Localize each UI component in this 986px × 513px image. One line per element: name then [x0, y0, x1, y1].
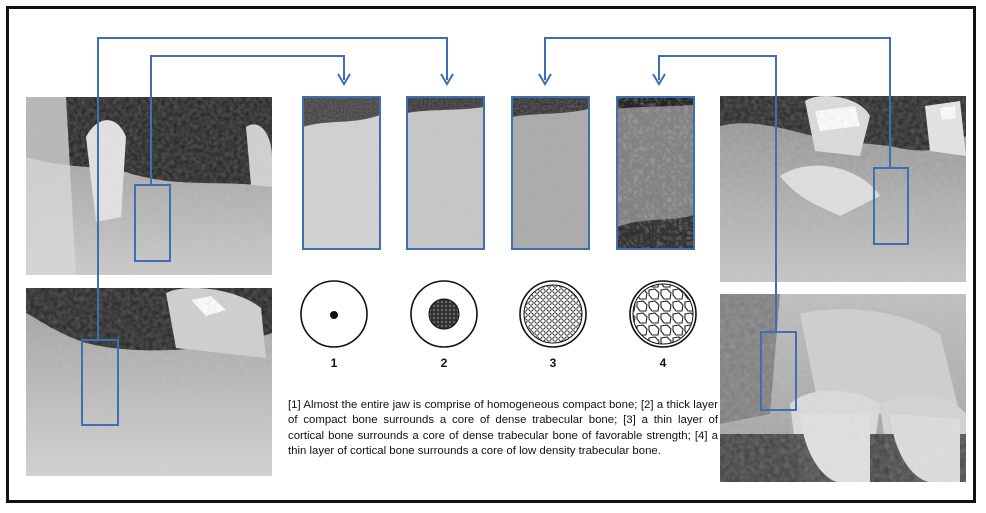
diagram-number-3: 3 — [549, 356, 557, 370]
diagram-number-1: 1 — [330, 356, 338, 370]
radiograph-left-top — [26, 97, 272, 275]
radiograph-left-bottom — [26, 288, 272, 476]
diagram-number-4: 4 — [659, 356, 667, 370]
figure-caption: [1] Almost the entire jaw is comprise of… — [288, 399, 718, 457]
bone-sample-3 — [512, 97, 589, 249]
radiograph-right-top — [720, 96, 966, 282]
bone-sample-1 — [303, 97, 380, 249]
bone-sample-2 — [407, 97, 484, 249]
diagram-number-2: 2 — [440, 356, 448, 370]
radiograph-right-bottom — [720, 294, 966, 482]
bone-sample-4 — [617, 97, 694, 249]
